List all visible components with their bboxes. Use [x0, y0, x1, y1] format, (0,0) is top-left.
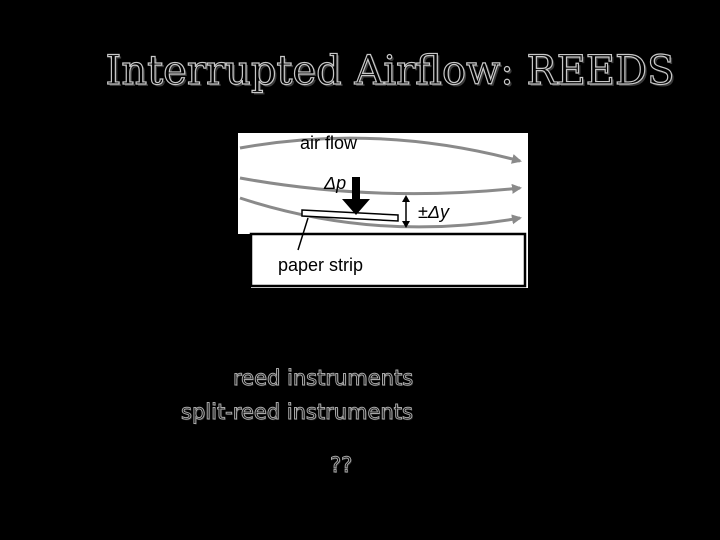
pressure-arrow-head	[342, 199, 370, 215]
delta-y-label: ±Δy	[418, 202, 450, 222]
pressure-arrow-shaft	[352, 177, 360, 201]
paper-strip-label: paper strip	[278, 255, 363, 275]
airflow-streamline	[239, 196, 522, 229]
split-reed-instruments-text: split-reed instruments	[181, 400, 414, 425]
paper-strip	[301, 209, 399, 222]
reed-instruments-text: reed instruments	[232, 366, 414, 391]
delta-p-label: Δp	[323, 173, 346, 193]
air-flow-label: air flow	[300, 133, 358, 153]
reed-airflow-diagram: air flow Δp ±Δy paper strip	[238, 133, 528, 288]
airflow-streamline	[239, 136, 522, 164]
slide-title: Interrupted Airflow: REEDS	[105, 47, 675, 94]
left-wall	[238, 234, 251, 288]
question-marks-text: ??	[329, 453, 353, 478]
airflow-streamline	[239, 176, 522, 196]
paper-strip-leader	[297, 217, 309, 251]
